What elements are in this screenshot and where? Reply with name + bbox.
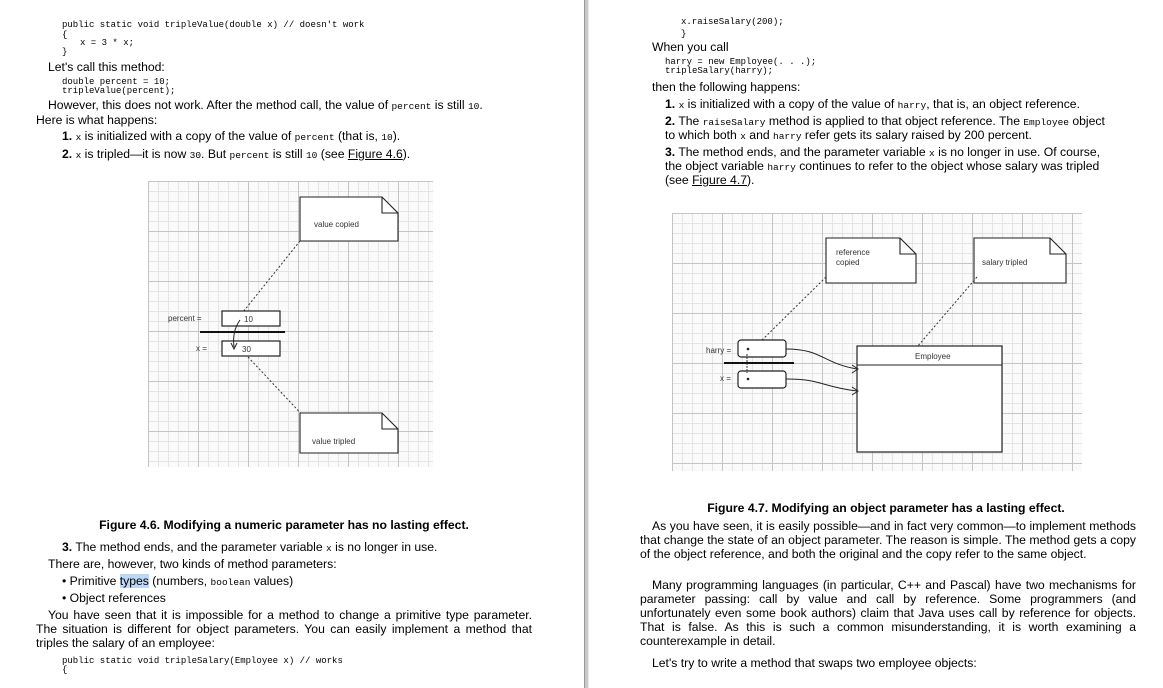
code-harry-line-1: harry = new Employee(. . .); bbox=[665, 57, 817, 67]
code-method-signature: public static void tripleValue(double x)… bbox=[62, 20, 365, 30]
right-step-2-line-1: 2. The raiseSalary method is applied to … bbox=[665, 114, 1105, 128]
figure-4-6-link[interactable]: Figure 4.6 bbox=[347, 147, 403, 161]
code-raise-salary: x.raiseSalary(200); bbox=[681, 17, 784, 27]
code-call-line-2: tripleValue(percent); bbox=[62, 86, 176, 96]
figure-4-7-caption: Figure 4.7. Modifying an object paramete… bbox=[707, 501, 1065, 515]
note-value-copied-text: value copied bbox=[314, 220, 359, 229]
code-close-brace: } bbox=[62, 47, 68, 57]
kinds-intro: There are, however, two kinds of method … bbox=[48, 557, 337, 571]
arrow-x-to-employee bbox=[785, 378, 858, 392]
when-you-call-text: When you call bbox=[652, 40, 729, 54]
paragraph-as-you-have-seen: As you have seen, it is easily possible—… bbox=[640, 519, 1136, 561]
box-harry bbox=[737, 339, 787, 358]
code-triple-salary-signature: public static void tripleSalary(Employee… bbox=[62, 656, 343, 666]
however-paragraph-line-2: Here is what happens: bbox=[36, 113, 158, 127]
code-close-brace: } bbox=[681, 29, 687, 39]
call-intro-text: Let's call this method: bbox=[48, 60, 165, 74]
dashed-connector-top bbox=[242, 240, 301, 313]
dashed-connector-ref bbox=[753, 276, 827, 349]
box-x-object bbox=[737, 370, 787, 389]
code-body: x = 3 * x; bbox=[80, 38, 135, 48]
figure-4-7-diagram: reference copied salary tripled harry = … bbox=[706, 237, 1067, 453]
dashed-connector-salary bbox=[916, 276, 978, 348]
note-value-tripled-text: value tripled bbox=[312, 437, 355, 446]
label-harry: harry = bbox=[706, 346, 731, 355]
note-reference-text-2: copied bbox=[836, 258, 860, 267]
right-step-3-line-3: (see Figure 4.7). bbox=[665, 173, 755, 187]
label-percent: percent = bbox=[168, 314, 202, 323]
figure-4-7: reference copied salary tripled harry = … bbox=[672, 213, 1082, 471]
right-page: x.raiseSalary(200); } When you call harr… bbox=[589, 0, 1163, 688]
box-percent bbox=[221, 310, 281, 327]
left-page: public static void tripleValue(double x)… bbox=[36, 20, 532, 675]
figure-4-6-diagram: value copied percent = 10 x = 30 value t… bbox=[168, 196, 399, 454]
paragraph-swap: Let's try to write a method that swaps t… bbox=[652, 656, 977, 670]
note-reference-copied bbox=[825, 237, 917, 284]
note-value-copied bbox=[299, 196, 399, 242]
note-reference-text-1: reference bbox=[836, 248, 870, 257]
bullet-object-references: • Object references bbox=[62, 591, 166, 605]
paragraph-many-languages: Many programming languages (in particula… bbox=[640, 578, 1136, 648]
code-call-line-1: double percent = 10; bbox=[62, 77, 171, 87]
employee-object bbox=[856, 345, 1003, 453]
step-2-text: 2. x is tripled—it is now 30. But percen… bbox=[62, 147, 411, 161]
figure-4-6-caption: Figure 4.6. Modifying a numeric paramete… bbox=[99, 518, 469, 532]
code-triple-salary-brace: { bbox=[62, 665, 68, 675]
label-x-object: x = bbox=[720, 374, 731, 383]
value-percent: 10 bbox=[244, 315, 253, 324]
right-step-3-line-2: the object variable harry continues to r… bbox=[665, 159, 1100, 173]
however-paragraph-line-1: However, this does not work. After the m… bbox=[48, 98, 483, 112]
employee-object-title: Employee bbox=[915, 352, 951, 361]
note-salary-text: salary tripled bbox=[982, 258, 1027, 267]
arrow-harry-to-employee bbox=[785, 348, 858, 370]
right-step-2-line-2: to which both x and harry refer gets its… bbox=[665, 128, 1032, 142]
right-step-3-line-1: 3. The method ends, and the parameter va… bbox=[665, 145, 1101, 159]
right-step-1-text: 1. x is initialized with a copy of the v… bbox=[665, 97, 1080, 111]
note-salary-tripled bbox=[973, 237, 1067, 284]
label-x: x = bbox=[196, 344, 207, 353]
figure-4-7-link[interactable]: Figure 4.7 bbox=[692, 173, 747, 187]
code-open-brace: { bbox=[62, 30, 68, 40]
paragraph-object-parameters: You have seen that it is impossible for … bbox=[36, 608, 532, 650]
then-happens-text: then the following happens: bbox=[652, 80, 801, 94]
note-value-tripled bbox=[299, 412, 399, 454]
bullet-primitive-types: • Primitive types (numbers, boolean valu… bbox=[62, 574, 294, 588]
step-1-text: 1. x is initialized with a copy of the v… bbox=[62, 129, 401, 143]
value-x: 30 bbox=[242, 345, 251, 354]
dashed-connector-bottom bbox=[247, 356, 309, 422]
copy-arrow bbox=[233, 319, 241, 348]
figure-4-6: value copied percent = 10 x = 30 value t… bbox=[148, 181, 433, 467]
code-harry-line-2: tripleSalary(harry); bbox=[665, 66, 774, 76]
step-3-text: 3. The method ends, and the parameter va… bbox=[62, 540, 438, 554]
page-divider bbox=[584, 0, 589, 688]
